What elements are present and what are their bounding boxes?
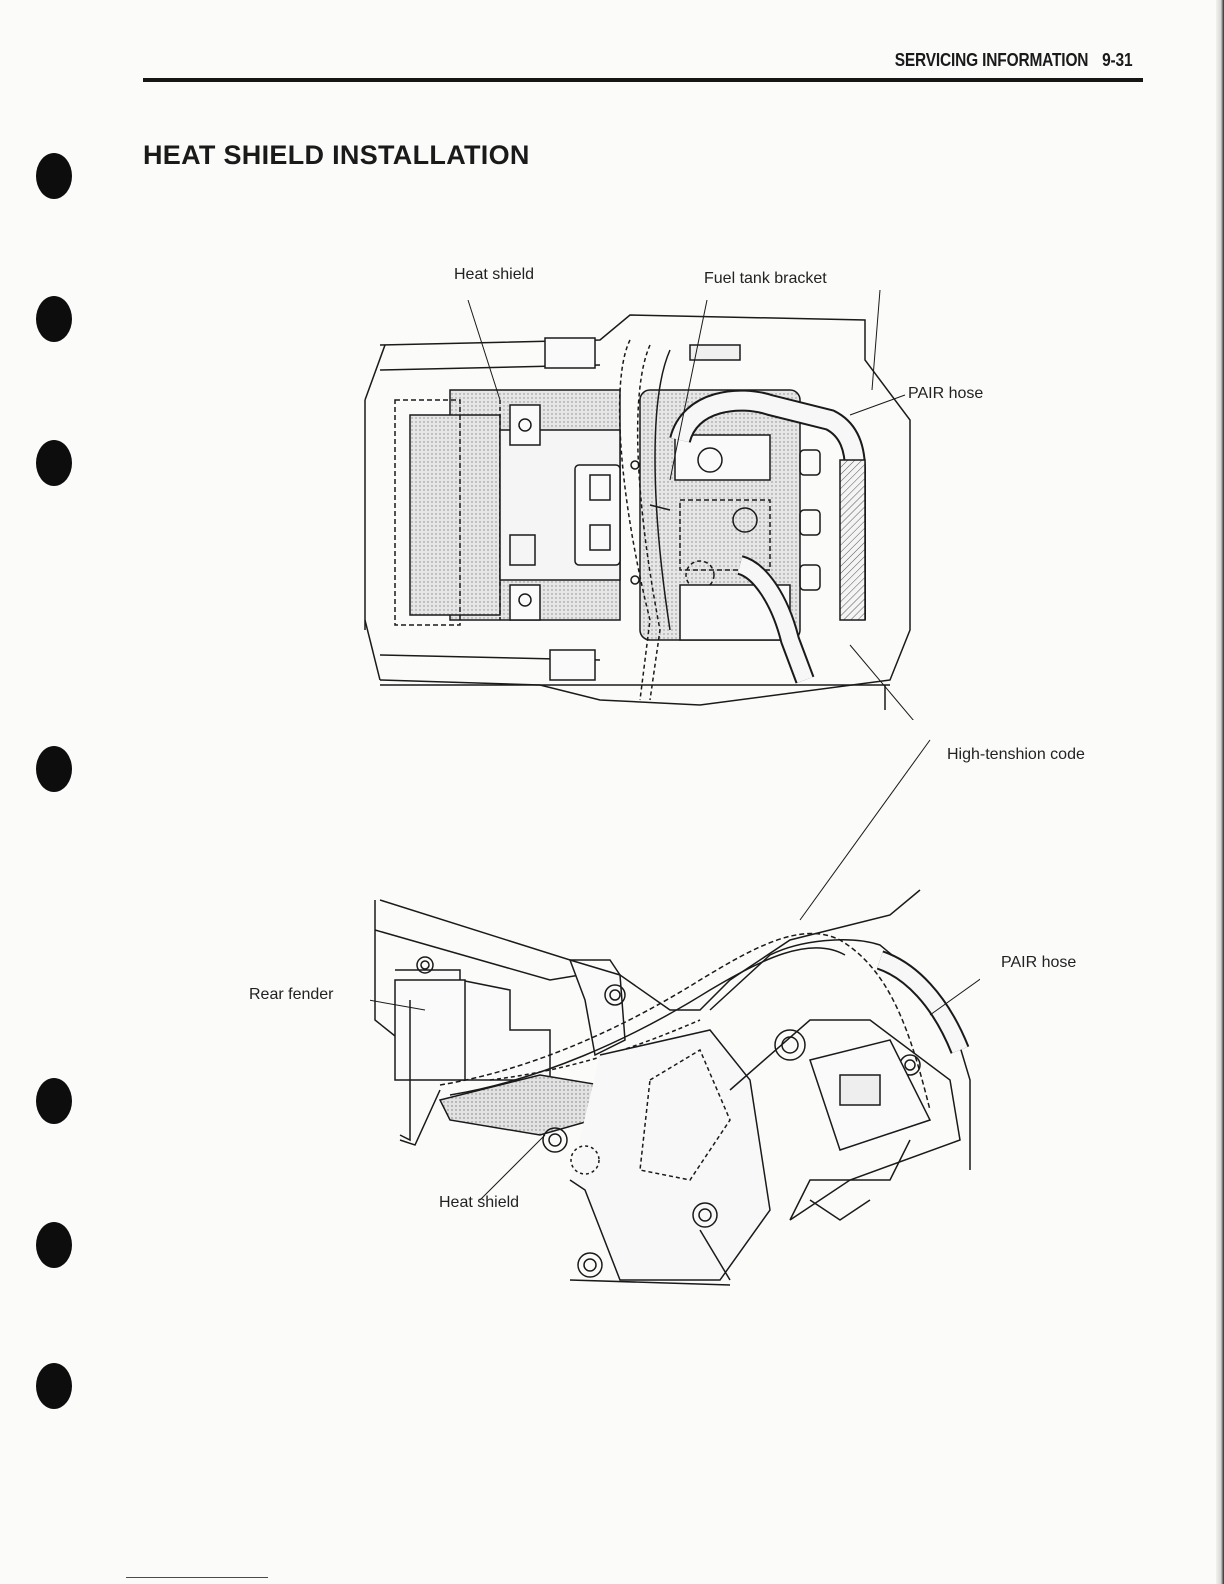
label-pair-hose-bottom: PAIR hose (1001, 954, 1076, 972)
binder-hole (36, 440, 72, 486)
page-title: HEAT SHIELD INSTALLATION (143, 140, 530, 171)
binder-hole (36, 746, 72, 792)
label-fuel-tank-bracket: Fuel tank bracket (704, 270, 827, 288)
binder-hole (36, 1363, 72, 1409)
top-diagram (350, 300, 930, 720)
label-heat-shield-top: Heat shield (454, 266, 534, 284)
binder-hole (36, 153, 72, 199)
label-rear-fender: Rear fender (249, 986, 334, 1004)
label-heat-shield-bottom: Heat shield (439, 1194, 519, 1212)
bottom-diagram (370, 880, 980, 1290)
label-high-tension-code: High-tenshion code (947, 746, 1085, 764)
header-rule (143, 78, 1143, 82)
binder-hole (36, 1222, 72, 1268)
header-section: SERVICING INFORMATION (894, 50, 1088, 70)
footer-rule (126, 1577, 268, 1578)
binder-hole (36, 296, 72, 342)
header-page-number: 9-31 (1102, 50, 1132, 70)
page-edge (1216, 0, 1224, 1584)
page-header: SERVICING INFORMATION 9-31 (894, 50, 1132, 71)
binder-hole (36, 1078, 72, 1124)
leader-pair-hose-top-to-label (870, 290, 910, 410)
label-pair-hose-top: PAIR hose (908, 385, 983, 403)
